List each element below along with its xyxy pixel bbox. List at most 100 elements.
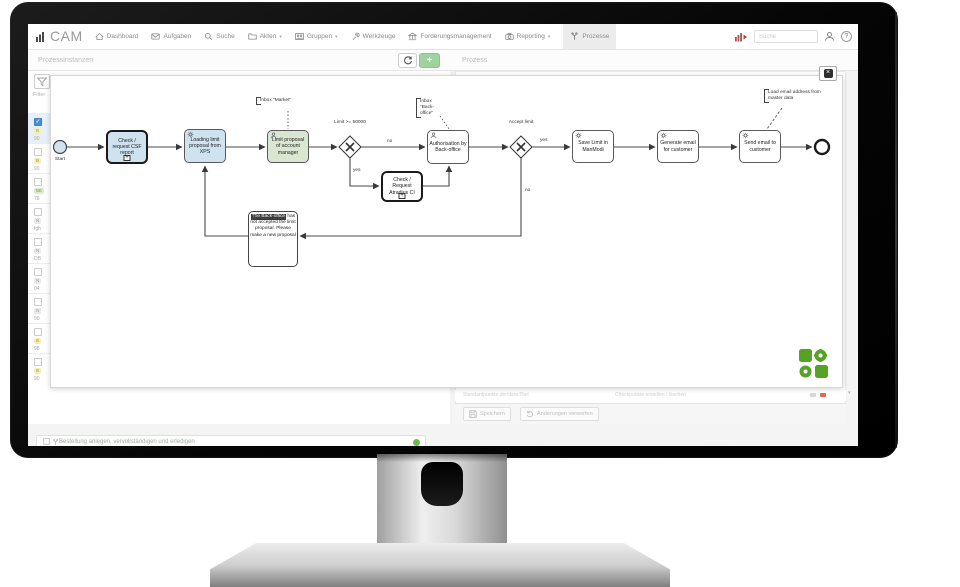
checkbox[interactable]: [34, 358, 42, 366]
bottom-list-item[interactable]: Bestellung anlegen, vervollständigen und…: [36, 435, 426, 446]
row-number: 04: [34, 286, 40, 292]
app-logo-text: CAM: [50, 28, 83, 44]
app-logo[interactable]: CAM: [36, 28, 83, 44]
row-number: 98: [34, 346, 40, 352]
gateway-accept-label: Accept limit: [508, 120, 534, 125]
status-badge: B: [34, 338, 42, 344]
gateway-accept[interactable]: [509, 135, 533, 159]
help-icon[interactable]: ?: [841, 31, 852, 42]
status-badge: B: [34, 128, 42, 134]
mini-red-chip: [820, 393, 826, 397]
nav-items: Dashboard Aufgaben Suche Akten▾ Gruppen▾: [95, 24, 617, 49]
nav-item-werkzeuge[interactable]: Werkzeuge: [351, 24, 396, 49]
bpmn-task-generate-email[interactable]: Generate email for customer: [657, 130, 699, 163]
flow-label-yes: yes: [353, 168, 361, 173]
nav-item-dashboard[interactable]: Dashboard: [95, 24, 138, 49]
chevron-down-icon: ▾: [279, 33, 282, 40]
detail-hint-right: Checkpunkte erstellen / löschen: [615, 392, 686, 398]
gear-icon: [575, 132, 582, 139]
envelope-icon: [151, 33, 161, 40]
checkbox[interactable]: [34, 298, 42, 306]
nav-item-akten[interactable]: Akten▾: [248, 24, 282, 49]
checkbox[interactable]: ✓: [34, 118, 42, 126]
checkbox[interactable]: [34, 148, 42, 156]
task-label: Save Limit in ManModi: [578, 140, 608, 153]
monitor-edge-highlight: [895, 12, 897, 448]
flow-label-yes: yes: [540, 138, 548, 143]
nav-item-suche[interactable]: Suche: [204, 24, 235, 49]
status-badge: N: [34, 218, 42, 224]
nav-item-reporting[interactable]: Reporting▾: [504, 24, 551, 49]
discard-button-label: Änderungen verwerfen: [537, 411, 593, 417]
gateway-limit-label: Limit >= 50000: [334, 120, 366, 125]
bpmn-task-check-csf[interactable]: Check / request CSF report +: [106, 130, 148, 164]
filter-button[interactable]: [34, 74, 50, 89]
cable-hole: [421, 462, 463, 506]
chevron-down-icon: ▾: [547, 33, 551, 40]
navbar: CAM Dashboard Aufgaben Suche Akten▾: [28, 24, 858, 50]
bpmn-task-loading-limit[interactable]: Loading limit proposal from XPS: [184, 129, 226, 163]
gateway-limit[interactable]: [338, 135, 362, 159]
group-icon: [295, 33, 304, 40]
search-icon: [205, 32, 213, 41]
bottom-item-title: Bestellung anlegen, vervollständigen und…: [59, 439, 195, 445]
checkbox[interactable]: [34, 178, 42, 186]
checkbox[interactable]: [34, 328, 42, 336]
toolbar: Prozessinstanzen + Prozess: [28, 50, 858, 71]
wrench-icon: [352, 32, 360, 41]
screen: CAM Dashboard Aufgaben Suche Akten▾: [28, 24, 858, 446]
bpmn-task-authorisation[interactable]: Authorisation by Back-office: [427, 130, 469, 164]
annotation-load-email: Load email address from master data: [764, 89, 822, 103]
flow-label-no: no: [525, 188, 531, 193]
close-button[interactable]: ×: [819, 66, 837, 81]
user-task-icon: [430, 132, 437, 139]
subprocess-plus-marker: +: [398, 193, 406, 199]
annotation-inbox-market: Inbox "Market": [256, 97, 300, 105]
monitor-stand-neck: [377, 454, 507, 550]
bpmn-task-limit-proposal[interactable]: Limit proposal of account manager: [267, 130, 309, 163]
start-event[interactable]: [52, 139, 68, 155]
bpmn-diagram-overlay: ×: [50, 66, 843, 388]
neck-shadow: [377, 454, 507, 462]
bpmn-task-save-limit[interactable]: Save Limit in ManModi: [572, 130, 614, 163]
nav-label: Prozesse: [582, 33, 610, 40]
nav-item-prozesse[interactable]: Prozesse: [563, 24, 617, 49]
note-highlighted-line: The Back-office: [250, 214, 287, 221]
checkbox[interactable]: [43, 438, 50, 445]
row-number: fgh: [34, 226, 41, 232]
add-button[interactable]: +: [419, 53, 440, 68]
task-label: Loading limit proposal from XPS: [189, 136, 221, 156]
monitor-stand-base: [210, 543, 670, 587]
bpmn-task-rejection-note[interactable]: The Back-office has not accepted the lim…: [248, 211, 298, 267]
nav-item-aufgaben[interactable]: Aufgaben: [151, 24, 191, 49]
discard-changes-button[interactable]: Änderungen verwerfen: [520, 407, 599, 421]
status-badge: N: [34, 278, 42, 284]
checkbox[interactable]: [34, 238, 42, 246]
bpmn-task-send-email[interactable]: Send email to customer: [739, 130, 781, 163]
start-event-label: Start: [54, 157, 66, 162]
user-icon[interactable]: [824, 31, 835, 42]
nav-item-forderungsmanagement[interactable]: Forderungsmanagement: [408, 24, 492, 49]
funnel-icon: [37, 77, 47, 87]
save-button-label: Speichern: [480, 411, 505, 417]
checkbox[interactable]: [34, 208, 42, 216]
annotation-inbox-backoffice: Inbox "Back-office": [416, 98, 442, 118]
detail-hint-left: Standardpunkte der/dem Titel: [463, 392, 529, 398]
detail-footer: Speichern Änderungen verwerfen: [455, 403, 846, 424]
nav-label: Werkzeuge: [362, 33, 396, 40]
nav-item-gruppen[interactable]: Gruppen▾: [295, 24, 338, 49]
search-input[interactable]: [754, 30, 818, 43]
end-event[interactable]: [813, 138, 831, 156]
scrollbar-down-arrow[interactable]: ▾: [848, 390, 851, 396]
row-number: 90: [34, 166, 40, 172]
refresh-icon: [403, 55, 412, 64]
checkbox[interactable]: [34, 268, 42, 276]
bpmn-task-atradius[interactable]: Check / Request Atradius CI +: [381, 171, 423, 202]
task-label: Limit proposal of account manager: [271, 137, 305, 156]
flow-label-no: no: [387, 139, 393, 144]
refresh-button[interactable]: [398, 53, 417, 68]
task-label: Authorisation by Back-office: [429, 140, 467, 153]
user-task-icon: [251, 214, 257, 220]
save-button[interactable]: Speichern: [463, 407, 511, 421]
